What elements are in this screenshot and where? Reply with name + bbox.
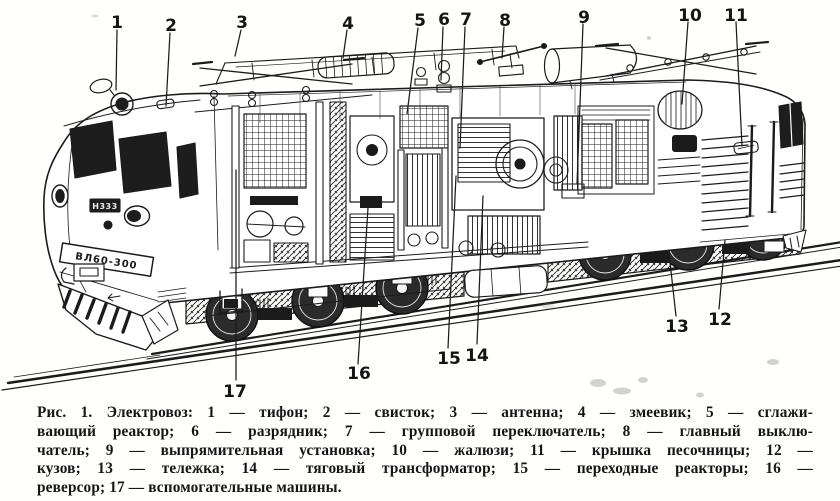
coupler [60,263,105,285]
callout-number-4: 4 [342,14,354,34]
scan-specks [92,14,779,398]
caption-line-2: вающий реактор; 6 — разрядник; 7 — групп… [37,422,813,440]
cab-side-window [176,142,199,199]
callout-leader-lines [115,21,743,381]
dark-vent-opening [672,135,697,152]
callout-number-1: 1 [111,13,123,33]
antenna [215,45,520,85]
callout-number-7: 7 [460,10,472,30]
callout-number-2: 2 [165,16,177,36]
windshield-left [69,120,117,179]
louver-grille-left [581,123,613,189]
roof-air-reservoir [543,44,638,90]
roof-equipment [191,40,770,155]
cab-plate-text: Н333 [92,202,117,211]
underbody-equipment [219,265,548,314]
callout-number-15: 15 [437,349,461,369]
arrester-insulator [414,59,452,93]
callout-number-6: 6 [438,10,450,30]
locomotive-figure: Н333 ВЛ60-300 [1,6,840,402]
ribbed-vent-drum [657,90,703,130]
louver-grille-right [615,119,649,185]
callout-number-3: 3 [236,13,248,33]
fuel-tank [464,265,548,298]
horn-tifon [89,78,134,116]
cutaway-machinery [229,83,589,274]
rear-door-handrails [745,120,779,218]
pilot-slats [62,289,132,334]
callout-number-8: 8 [499,11,511,31]
front-cab: Н333 ВЛ60-300 [51,78,219,327]
callout-number-12: 12 [708,310,732,330]
front-bogie [185,261,465,342]
near-rail [1,259,840,391]
rear-section [577,90,807,253]
caption-line-3: чатель; 9 — выпрямительная установка; 10… [37,441,813,459]
callout-number-17: 17 [223,382,247,402]
caption-line-5: реверсор; 17 — вспомогательные машины. [37,479,342,497]
rear-apron [782,229,807,253]
caption-line-1: Рис. 1. Электровоз: 1 — тифон; 2 — свист… [37,404,813,421]
callout-number-11: 11 [724,6,748,26]
smoothing-reactor [397,105,449,251]
pantograph-front [191,56,373,113]
callout-number-9: 9 [578,8,590,28]
buffer-light-right [123,205,151,227]
front-lamp-dot [103,220,113,230]
whistle [156,98,175,110]
hanging-bracket [219,288,243,314]
callout-number-10: 10 [678,6,702,26]
rear-body-vent-slats [701,135,805,231]
callout-number-16: 16 [347,364,371,384]
windshield-right [118,131,172,194]
callout-numbers: 1 2 3 4 5 6 7 8 9 10 11 12 13 14 15 16 1… [111,6,748,402]
caption-line-4: кузов; 13 — тележка; 14 — тяговый трансф… [37,460,813,478]
headlight-left [51,184,69,208]
cab-number-plate: Н333 [89,198,121,213]
roof-coil [317,52,395,79]
callout-number-13: 13 [665,317,689,337]
pilot-cowcatcher [57,263,179,351]
figure-caption: Рис. 1. Электровоз: 1 — тифон; 2 — свист… [37,404,813,498]
reverser-unit [329,101,395,263]
main-switch [476,42,548,77]
callout-number-14: 14 [465,346,489,366]
pantograph-rear [594,40,770,81]
callout-number-5: 5 [414,11,426,31]
small-arrow-mark [107,293,121,302]
